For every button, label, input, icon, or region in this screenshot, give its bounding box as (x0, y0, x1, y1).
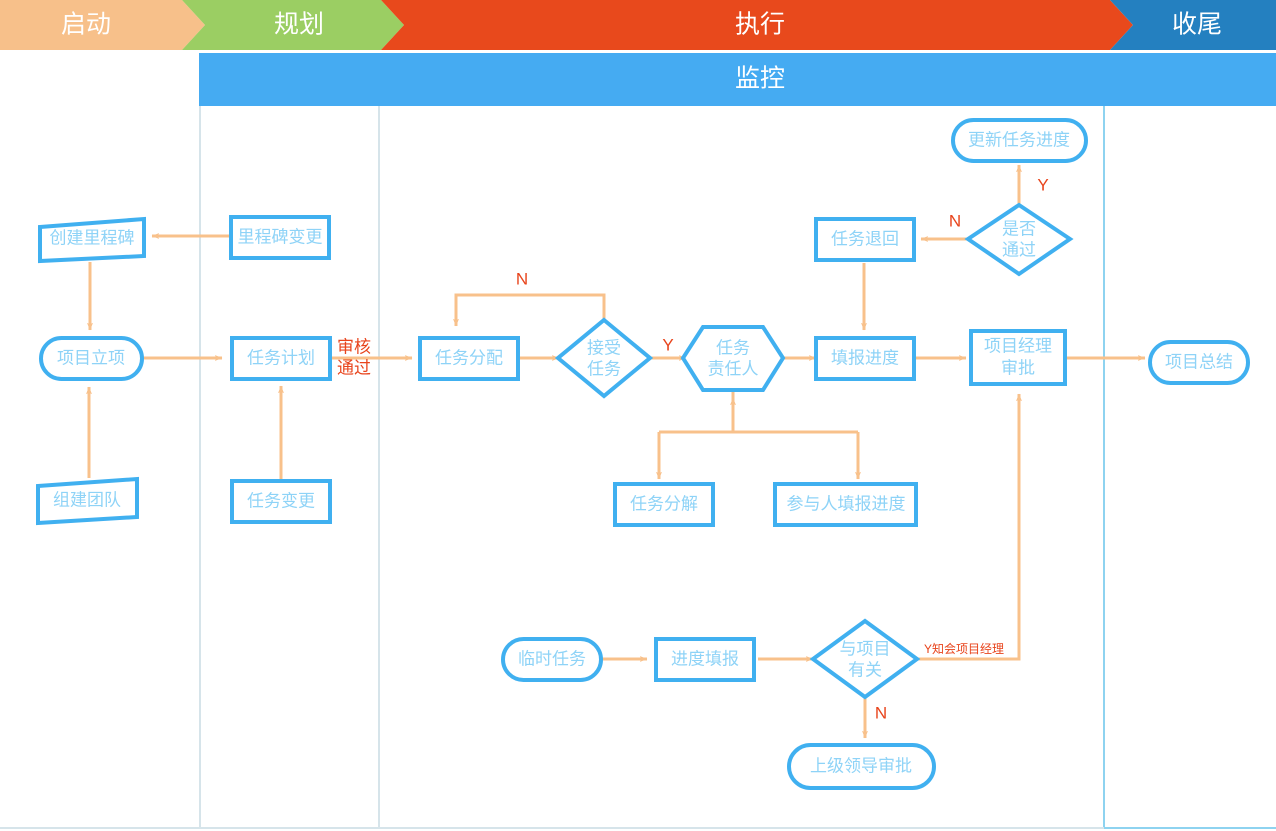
edge-label-pass-yes: Y (1037, 175, 1048, 194)
edge-label-review-passed-line2: 通过 (337, 358, 371, 377)
node-pm-approval-shape (969, 329, 1067, 386)
node-temp-task[interactable]: 临时任务 (501, 637, 603, 682)
edges (86, 164, 1146, 739)
edge-labels: 审核 通过 N Y N Y Y知会项目经理 N (337, 175, 1049, 722)
phase-band-plan[interactable] (182, 0, 404, 50)
node-form-team[interactable]: 组建团队 (36, 476, 139, 526)
node-accept-task-label-line1: 接受 (587, 338, 621, 357)
node-project-summary[interactable]: 项目总结 (1148, 340, 1250, 385)
node-milestone-change[interactable]: 里程碑变更 (229, 215, 331, 260)
node-related-to-project-shape (809, 618, 921, 700)
node-is-passed-label-line2: 通过 (1002, 240, 1036, 259)
node-accept-task[interactable]: 接受 任务 (554, 317, 654, 399)
phase-band-close[interactable] (1110, 0, 1276, 50)
node-participant-report-label: 参与人填报进度 (787, 494, 906, 513)
monitor-band[interactable] (199, 53, 1276, 106)
node-temp-task-label: 临时任务 (518, 649, 586, 668)
node-form-team-shape (36, 476, 139, 526)
node-progress-report-label: 进度填报 (671, 649, 739, 668)
node-progress-report[interactable]: 进度填报 (654, 637, 756, 682)
phase-band-initiate-label: 启动 (61, 11, 111, 39)
node-is-passed-label-line1: 是否 (1002, 219, 1036, 238)
node-leader-approval[interactable]: 上级领导审批 (787, 743, 936, 790)
lane-dividers (0, 106, 1276, 829)
node-create-milestone[interactable]: 创建里程碑 (38, 216, 146, 264)
edge-label-related-yes: Y知会项目经理 (924, 642, 1004, 656)
node-pm-approval[interactable]: 项目经理 审批 (969, 329, 1067, 386)
node-update-task-progress-label: 更新任务进度 (968, 130, 1070, 149)
phase-band-execute-label: 执行 (735, 11, 785, 39)
edge-label-related-no: N (875, 703, 887, 722)
phase-band-initiate[interactable] (0, 0, 205, 50)
node-task-owner-label-line2: 责任人 (708, 359, 759, 378)
node-task-owner[interactable]: 任务 责任人 (680, 325, 786, 392)
node-update-task-progress-shape (951, 118, 1088, 163)
node-project-summary-label: 项目总结 (1165, 352, 1233, 371)
node-accept-task-shape (554, 317, 654, 399)
phase-band-close-label: 收尾 (1172, 11, 1222, 39)
node-is-passed-shape (964, 202, 1074, 277)
node-fill-progress[interactable]: 填报进度 (814, 336, 916, 381)
node-participant-report-shape (773, 482, 918, 527)
node-leader-approval-label: 上级领导审批 (810, 756, 912, 775)
node-milestone-change-label: 里程碑变更 (238, 227, 323, 246)
node-create-milestone-label: 创建里程碑 (50, 228, 135, 247)
node-task-assign-shape (418, 336, 520, 381)
node-task-owner-shape (680, 325, 786, 392)
node-task-decompose[interactable]: 任务分解 (613, 482, 715, 527)
phase-band-plan-label: 规划 (274, 11, 324, 39)
edge-related-yes-to-pm-approval (917, 393, 1023, 661)
node-fill-progress-label: 填报进度 (831, 348, 899, 367)
node-pm-approval-label-line2: 审批 (1001, 358, 1035, 377)
node-participant-report[interactable]: 参与人填报进度 (773, 482, 918, 527)
node-task-plan-label: 任务计划 (247, 348, 315, 367)
node-project-initiation[interactable]: 项目立项 (39, 336, 144, 381)
node-task-plan-shape (230, 336, 332, 381)
phase-band-execute[interactable] (381, 0, 1133, 50)
phase-band-group: 启动 规划 执行 收尾 (0, 0, 1276, 50)
node-progress-report-shape (654, 637, 756, 682)
edge-label-review-passed-line1: 审核 (337, 337, 371, 356)
edge-label-accept-no: N (516, 269, 528, 288)
node-task-return-label: 任务退回 (831, 229, 899, 248)
node-is-passed[interactable]: 是否 通过 (964, 202, 1074, 277)
node-task-change[interactable]: 任务变更 (230, 479, 332, 524)
node-task-return-shape (814, 217, 916, 262)
node-fill-progress-shape (814, 336, 916, 381)
edge-label-accept-yes: Y (662, 335, 673, 354)
node-leader-approval-shape (787, 743, 936, 790)
node-task-plan[interactable]: 任务计划 (230, 336, 332, 381)
node-project-initiation-shape (39, 336, 144, 381)
node-related-label-line2: 有关 (848, 660, 882, 679)
node-create-milestone-shape (38, 216, 146, 264)
node-project-summary-shape (1148, 340, 1250, 385)
node-task-decompose-shape (613, 482, 715, 527)
node-pm-approval-label-line1: 项目经理 (984, 336, 1052, 355)
node-milestone-change-shape (229, 215, 331, 260)
node-task-return[interactable]: 任务退回 (814, 217, 916, 262)
node-task-assign-label: 任务分配 (435, 348, 503, 367)
node-task-assign[interactable]: 任务分配 (418, 336, 520, 381)
edge-accept-no-loop (452, 293, 606, 327)
node-project-initiation-label: 项目立项 (57, 348, 125, 367)
monitor-band-label: 监控 (735, 65, 785, 93)
node-task-change-shape (230, 479, 332, 524)
monitor-band-group: 监控 (199, 53, 1276, 106)
node-task-change-label: 任务变更 (247, 491, 315, 510)
node-accept-task-label-line2: 任务 (587, 359, 621, 378)
node-related-to-project[interactable]: 与项目 有关 (809, 618, 921, 700)
edge-label-pass-no: N (949, 211, 961, 230)
node-task-decompose-label: 任务分解 (630, 494, 698, 513)
node-temp-task-shape (501, 637, 603, 682)
node-related-label-line1: 与项目 (840, 639, 891, 658)
node-update-task-progress[interactable]: 更新任务进度 (951, 118, 1088, 163)
node-task-owner-label-line1: 任务 (716, 338, 750, 357)
node-form-team-label: 组建团队 (53, 490, 121, 509)
